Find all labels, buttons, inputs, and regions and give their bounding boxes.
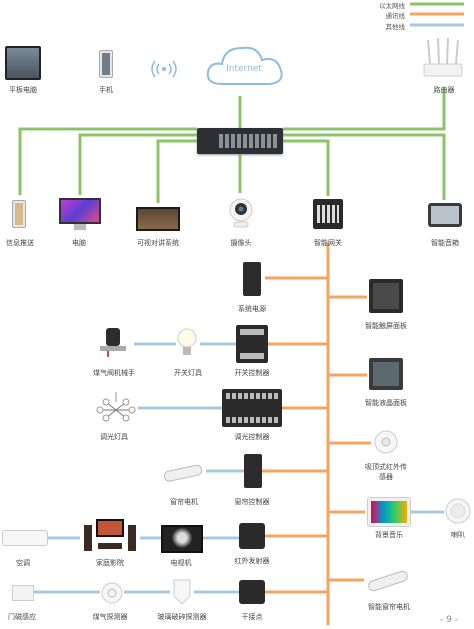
dry-contact-label: 干接点 bbox=[241, 613, 263, 621]
eth-gateway bbox=[283, 139, 330, 196]
dimmer-light-icon bbox=[96, 392, 136, 422]
legend-ethernet-label: 以太网线 bbox=[379, 2, 405, 10]
system-power-icon bbox=[243, 262, 261, 296]
dimmer-light-label: 调光灯具 bbox=[100, 433, 128, 441]
touch-panel-label: 智能触屏面板 bbox=[365, 322, 407, 330]
legend-swatches bbox=[410, 2, 464, 27]
lcd-panel-icon bbox=[369, 358, 403, 390]
info-push-icon bbox=[12, 200, 26, 228]
lcd-panel-label: 智能液晶面板 bbox=[365, 399, 407, 407]
computer-icon bbox=[59, 198, 101, 224]
curtain-controller-label: 窗帘控制器 bbox=[234, 498, 270, 506]
eth-speaker bbox=[283, 133, 446, 200]
home-theater-icon bbox=[84, 519, 136, 551]
switch-light-label: 开关灯具 bbox=[174, 369, 202, 377]
page-number: - 9 - bbox=[440, 615, 458, 625]
phone-icon bbox=[99, 50, 113, 78]
speaker-icon bbox=[445, 498, 471, 524]
internet-label: Internet bbox=[226, 64, 262, 74]
tablet-label: 平板电脑 bbox=[9, 86, 37, 94]
switch-light-icon bbox=[177, 328, 197, 355]
ir-emitter-label: 红外发射器 bbox=[234, 557, 270, 565]
wifi-icon bbox=[151, 60, 177, 78]
eth-computer bbox=[78, 133, 197, 195]
curtain-motor-icon bbox=[163, 464, 203, 482]
smart-curtain-motor-label: 智能窗帘电机 bbox=[368, 603, 410, 611]
door-sensor-label: 门磁感应 bbox=[8, 613, 36, 621]
video-intercom-icon bbox=[136, 207, 180, 231]
system-power-label: 系统电源 bbox=[238, 305, 266, 313]
background-music-icon bbox=[367, 497, 411, 527]
tv-label: 电视机 bbox=[170, 559, 192, 567]
home-theater-label: 家庭影院 bbox=[96, 559, 124, 567]
glass-break-icon bbox=[173, 579, 191, 605]
ir-sensor-label-line2: 感器 bbox=[379, 473, 393, 481]
smart-curtain-motor-icon bbox=[368, 570, 408, 592]
phone-label: 手机 bbox=[99, 86, 113, 94]
eth-router bbox=[283, 88, 446, 131]
smart-speaker-icon bbox=[428, 203, 462, 227]
smart-speaker-label: 智能音箱 bbox=[431, 239, 459, 247]
camera-label: 摄像头 bbox=[230, 239, 252, 247]
eth-intercom bbox=[156, 139, 197, 203]
curtain-motor-label: 窗帘电机 bbox=[170, 498, 198, 506]
air-conditioner-icon bbox=[2, 530, 48, 546]
gas-detector-icon bbox=[101, 582, 123, 604]
internet-cloud-icon bbox=[206, 46, 283, 85]
video-intercom-label: 可视对讲系统 bbox=[137, 239, 179, 247]
legend-comm-label: 通讯线 bbox=[385, 12, 406, 20]
door-sensor-icon bbox=[12, 585, 34, 601]
touch-panel-icon bbox=[369, 279, 403, 313]
ir-sensor-label-line1: 吸顶式红外传 bbox=[365, 463, 407, 471]
ir-sensor-icon bbox=[374, 430, 398, 454]
dimmer-controller-icon bbox=[222, 389, 282, 427]
computer-label: 电脑 bbox=[72, 239, 86, 247]
ir-emitter-icon bbox=[239, 523, 265, 549]
tablet-icon bbox=[5, 46, 41, 80]
speaker-label: 喇叭 bbox=[451, 531, 465, 539]
network-switch-icon bbox=[197, 128, 283, 154]
gas-valve-label: 煤气阀机械手 bbox=[93, 369, 135, 377]
router-label: 路由器 bbox=[433, 86, 455, 94]
info-push-label: 信息推送 bbox=[6, 239, 34, 247]
switch-controller-icon bbox=[236, 325, 268, 363]
tv-icon bbox=[161, 525, 203, 553]
router-icon bbox=[423, 38, 463, 77]
eth-info-push bbox=[18, 127, 197, 195]
gas-detector-label: 煤气探测器 bbox=[92, 613, 128, 621]
curtain-controller-icon bbox=[244, 454, 262, 488]
camera-icon bbox=[229, 198, 253, 228]
smart-gateway-label: 智能网关 bbox=[314, 239, 342, 247]
switch-controller-label: 开关控制器 bbox=[234, 369, 270, 377]
computer-stand bbox=[74, 224, 86, 230]
dimmer-controller-label: 调光控制器 bbox=[234, 433, 270, 441]
air-conditioner-label: 空调 bbox=[16, 559, 30, 567]
gas-valve-icon bbox=[100, 328, 126, 357]
background-music-label: 背景音乐 bbox=[375, 531, 403, 539]
dry-contact-icon bbox=[239, 580, 265, 604]
smart-gateway-icon bbox=[313, 199, 343, 229]
glass-break-label: 玻璃破碎探测器 bbox=[157, 613, 207, 621]
legend-other-label: 其他线 bbox=[385, 23, 406, 31]
